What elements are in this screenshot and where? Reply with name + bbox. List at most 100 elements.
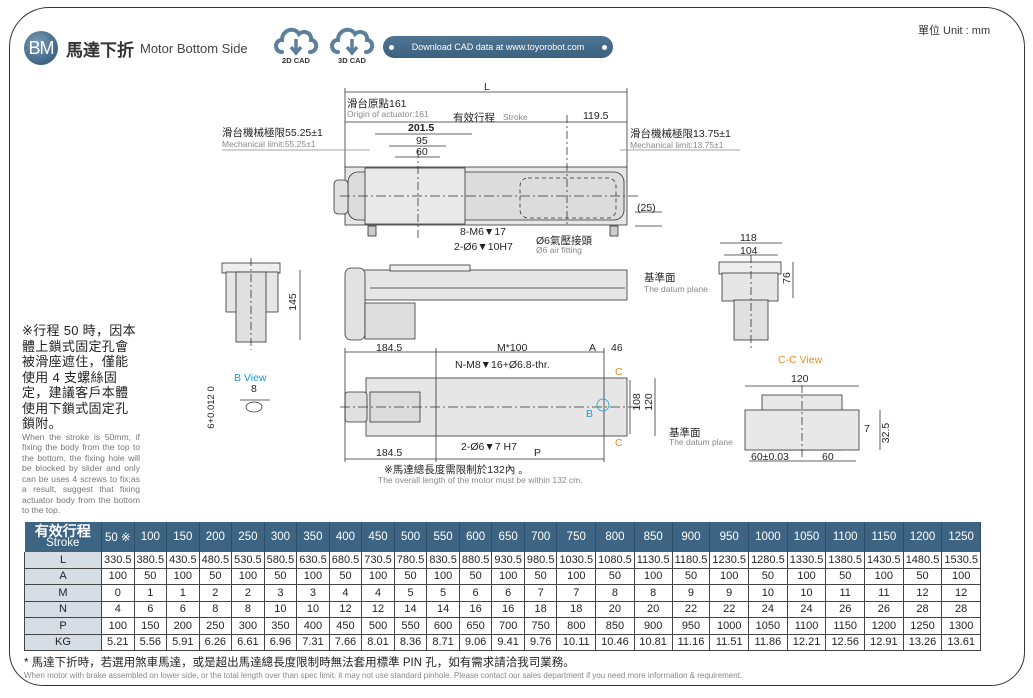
section-c-top: C	[615, 366, 623, 378]
spec-cell: 1050	[748, 617, 788, 635]
stroke-col-header: 300	[264, 522, 298, 552]
spec-cell: 4	[101, 601, 135, 618]
cc-view-drawing	[744, 385, 881, 462]
spec-cell: 10	[296, 601, 330, 618]
spec-cell: 4	[328, 584, 363, 602]
spec-cell: 1250	[902, 617, 943, 635]
spec-cell: 1	[133, 584, 168, 602]
download-cad-link[interactable]: Download CAD data at www.toyorobot.com	[383, 36, 613, 58]
spec-cell: 50	[748, 568, 788, 585]
dim-95: 95	[416, 135, 428, 147]
spec-cell: 13.26	[902, 634, 943, 651]
dim-119-5: 119.5	[583, 110, 609, 122]
spec-cell: 24	[786, 601, 827, 618]
mech-limit-left-en: Mechanical limit:55.25±1	[222, 139, 316, 149]
bullet-icon	[389, 44, 394, 50]
left-end-view-drawing	[221, 258, 301, 350]
spec-cell: 3	[296, 584, 330, 602]
spec-cell: 1080.5	[595, 552, 635, 569]
b-view-drawing	[240, 399, 270, 413]
holes-m8-label: N-M8▼16+Ø6.8-thr.	[455, 359, 550, 371]
spec-cell: 750	[523, 617, 558, 635]
section-title-en: Motor Bottom Side	[140, 40, 248, 56]
technical-drawing	[221, 88, 881, 462]
holes-pin-bottom-label: 2-Ø6▼7 H7	[461, 441, 517, 453]
spec-cell: 950	[671, 617, 711, 635]
spec-cell: 250	[198, 617, 233, 635]
cc-datum-plane-zh: 基準面	[669, 427, 701, 439]
spec-cell: 1230.5	[709, 552, 750, 569]
cloud-download-icon	[330, 27, 375, 56]
spec-cell: 7	[556, 584, 597, 602]
spec-cell: 600	[426, 617, 460, 635]
dim-46: 46	[611, 342, 623, 354]
spec-cell: 50	[671, 568, 711, 585]
footnote-zh: * 馬達下折時，若選用煞車馬達，或是超出馬達總長度限制時無法套用標準 PIN 孔…	[24, 657, 575, 669]
cc-dim-7: 7	[864, 423, 870, 435]
footnote: * 馬達下折時，若選用煞車馬達，或是超出馬達總長度限制時無法套用標準 PIN 孔…	[24, 654, 742, 680]
spec-cell: 16	[491, 601, 525, 618]
spec-cell: 500	[361, 617, 395, 635]
origin-label-en: Origin of actuator:161	[347, 109, 429, 119]
spec-cell: 100	[786, 568, 827, 585]
stroke-header: 有效行程 Stroke	[24, 522, 102, 552]
holes-m6-label: 8-M6▼17	[460, 226, 506, 238]
spec-cell: 24	[748, 601, 788, 618]
spec-cell: 9.06	[458, 634, 493, 651]
spec-cell: 8	[595, 584, 635, 602]
spec-cell: 10.11	[556, 634, 597, 651]
dim-104: 104	[740, 245, 758, 257]
row-header: A	[24, 568, 102, 585]
spec-cell: 12.91	[864, 634, 904, 651]
spec-cell: 850	[595, 617, 635, 635]
spec-cell: 5	[393, 584, 428, 602]
spec-cell: 8	[198, 601, 233, 618]
spec-cell: 1150	[825, 617, 866, 635]
spec-cell: 450	[328, 617, 363, 635]
stroke-col-header: 600	[459, 522, 493, 552]
top-view-drawing	[222, 88, 740, 240]
spec-cell: 10	[263, 601, 298, 618]
spec-cell: 700	[491, 617, 525, 635]
spec-cell: 26	[825, 601, 866, 618]
spec-cell: 12.56	[825, 634, 866, 651]
spec-cell: 14	[393, 601, 428, 618]
spec-cell: 50	[393, 568, 428, 585]
row-header: N	[24, 601, 102, 618]
mech-limit-right-zh: 滑台機械極限13.75±1	[630, 128, 731, 140]
spec-cell: 7.31	[296, 634, 330, 651]
spec-cell: 6.26	[198, 634, 233, 651]
spec-cell: 10.81	[633, 634, 673, 651]
dim-m100: M*100	[497, 342, 528, 354]
footnote-en: When motor with brake assembled on lower…	[24, 671, 743, 680]
spec-cell: 12	[328, 601, 363, 618]
stroke-col-header: 950	[709, 522, 750, 552]
spec-cell: 50	[263, 568, 298, 585]
spec-cell: 50	[328, 568, 363, 585]
spec-cell: 6	[133, 601, 168, 618]
spec-cell: 18	[523, 601, 558, 618]
dim-A: A	[589, 342, 597, 354]
spec-cell: 1	[166, 584, 200, 602]
spec-cell: 1100	[786, 617, 827, 635]
cad-2d-button[interactable]: 2D CAD	[271, 22, 321, 70]
spec-cell: 400	[296, 617, 330, 635]
stroke-col-header: 900	[672, 522, 711, 552]
cad-3d-button[interactable]: 3D CAD	[327, 22, 377, 70]
air-fitting-zh: Ø6氣壓接頭	[536, 235, 593, 247]
spec-cell: 1180.5	[671, 552, 711, 569]
spec-cell: 12	[361, 601, 395, 618]
cc-view-title: C-C View	[778, 354, 823, 366]
spec-cell: 630.5	[296, 552, 330, 569]
spec-cell: 6	[491, 584, 525, 602]
spec-cell: 550	[393, 617, 428, 635]
spec-cell: 5.91	[166, 634, 200, 651]
spec-cell: 900	[633, 617, 673, 635]
spec-cell: 11.51	[709, 634, 750, 651]
spec-cell: 1000	[709, 617, 750, 635]
spec-cell: 880.5	[458, 552, 493, 569]
spec-cell: 9	[671, 584, 711, 602]
stroke-col-header: 200	[199, 522, 233, 552]
